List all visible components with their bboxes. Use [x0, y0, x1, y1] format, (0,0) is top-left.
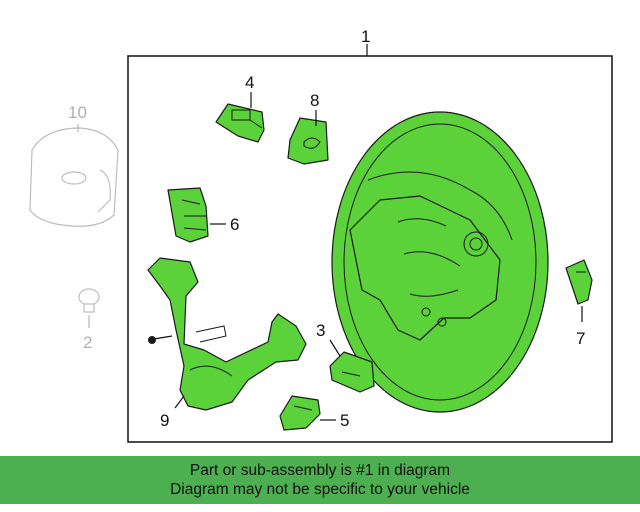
switch-part-5[interactable]: [279, 395, 321, 431]
clip-part-2[interactable]: [78, 288, 100, 313]
airbag-part-10[interactable]: [29, 127, 119, 227]
callout-1[interactable]: 1: [361, 27, 370, 46]
banner-line-1: Part or sub-assembly is #1 in diagram: [189, 462, 451, 479]
callout-3[interactable]: 3: [316, 321, 325, 340]
switch-part-8[interactable]: [287, 117, 329, 165]
steering-wheel[interactable]: [331, 111, 549, 413]
diagram-notice-banner: Part or sub-assembly is #1 in diagram Di…: [0, 456, 640, 504]
assembly-frame: [127, 55, 613, 443]
callout-7[interactable]: 7: [576, 329, 585, 348]
switch-part-4[interactable]: [215, 103, 265, 143]
callout-9[interactable]: 9: [160, 411, 169, 430]
parts-diagram: 1 10 2 4 8 6: [29, 27, 613, 443]
leader-3: [329, 339, 341, 357]
bezel-part-9[interactable]: [147, 257, 307, 411]
callout-5[interactable]: 5: [340, 411, 349, 430]
callout-2[interactable]: 2: [83, 333, 92, 352]
cover-part-6[interactable]: [167, 187, 209, 243]
module-part-3[interactable]: [329, 351, 375, 393]
callout-6[interactable]: 6: [230, 215, 239, 234]
callout-4[interactable]: 4: [245, 73, 254, 92]
screw-icon: [147, 335, 173, 344]
switch-part-7[interactable]: [565, 259, 593, 305]
leader-9: [174, 395, 185, 409]
banner-line-2: Diagram may not be specific to your vehi…: [170, 481, 470, 498]
callout-8[interactable]: 8: [310, 91, 319, 110]
callout-10[interactable]: 10: [68, 103, 87, 122]
